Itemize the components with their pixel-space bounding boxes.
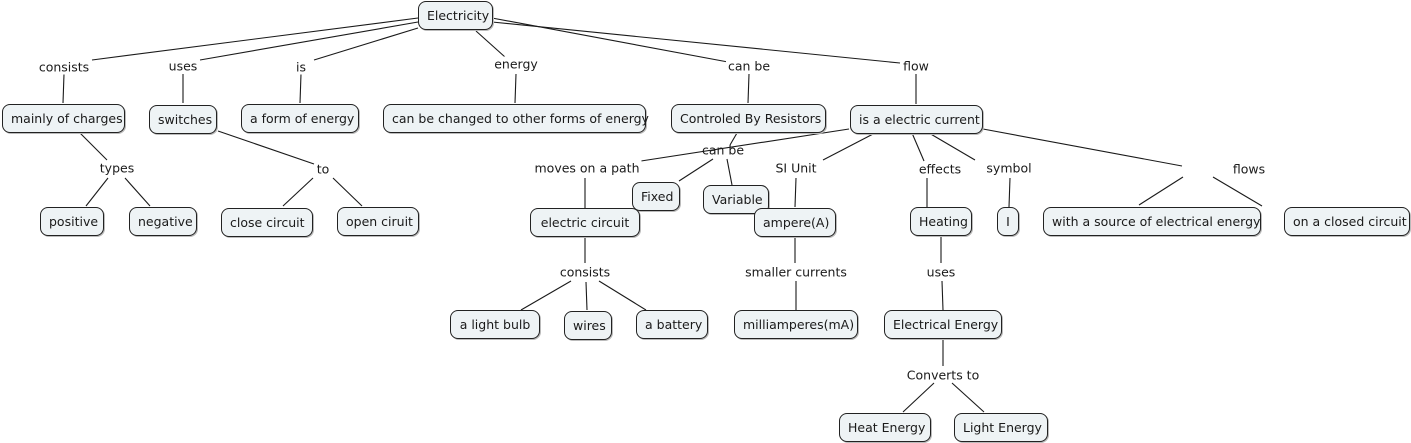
concept-symbol-i[interactable]: I xyxy=(997,207,1019,236)
link-converts-to: Converts to xyxy=(904,367,982,383)
link-moves-on-a-path: moves on a path xyxy=(532,160,642,176)
link-is: is xyxy=(294,59,308,75)
link-can-be: can be xyxy=(725,58,773,74)
concept-milliamperes[interactable]: milliamperes(mA) xyxy=(734,310,858,339)
link-effects: effects xyxy=(916,161,964,177)
concept-can-be-changed[interactable]: can be changed to other forms of energy xyxy=(383,104,649,133)
concept-fixed[interactable]: Fixed xyxy=(632,182,680,211)
link-can-be-2: can be xyxy=(701,142,745,158)
concept-light-energy[interactable]: Light Energy xyxy=(954,413,1048,442)
concept-negative[interactable]: negative xyxy=(129,207,197,236)
link-uses: uses xyxy=(166,58,200,74)
link-symbol: symbol xyxy=(984,160,1034,176)
concept-mainly-of-charges[interactable]: mainly of charges xyxy=(2,104,125,133)
concept-source-energy[interactable]: with a source of electrical energy xyxy=(1043,207,1261,236)
concept-electrical-energy[interactable]: Electrical Energy xyxy=(884,310,1002,339)
concept-battery[interactable]: a battery xyxy=(636,310,708,339)
link-consists-2: consists xyxy=(557,264,613,280)
link-uses-2: uses xyxy=(924,264,958,280)
concept-closed-circuit[interactable]: on a closed circuit xyxy=(1284,207,1410,236)
concept-close-circuit[interactable]: close circuit xyxy=(221,208,313,237)
link-to: to xyxy=(314,161,332,177)
concept-wires[interactable]: wires xyxy=(564,311,612,340)
concept-light-bulb[interactable]: a light bulb xyxy=(450,310,540,339)
concept-form-of-energy[interactable]: a form of energy xyxy=(241,104,359,133)
concept-heat-energy[interactable]: Heat Energy xyxy=(839,413,931,442)
link-consists: consists xyxy=(36,59,92,75)
concept-electricity[interactable]: Electricity xyxy=(418,1,493,30)
link-flows: flows xyxy=(1230,161,1268,177)
link-types: types xyxy=(97,160,137,176)
concept-open-ciruit[interactable]: open ciruit xyxy=(337,207,419,236)
link-smaller-currents: smaller currents xyxy=(743,264,849,280)
concept-ampere[interactable]: ampere(A) xyxy=(754,208,836,237)
concept-electric-current[interactable]: is a electric current xyxy=(850,105,983,134)
concept-heating[interactable]: Heating xyxy=(910,207,972,236)
concept-controled-by-resistors[interactable]: Controled By Resistors xyxy=(671,104,826,133)
concept-switches[interactable]: switches xyxy=(149,105,217,134)
link-si-unit: SI Unit xyxy=(773,160,819,176)
concept-electric-circuit[interactable]: electric circuit xyxy=(530,208,640,237)
link-flow: flow xyxy=(901,58,931,74)
concept-positive[interactable]: positive xyxy=(40,207,104,236)
link-energy: energy xyxy=(492,56,540,72)
